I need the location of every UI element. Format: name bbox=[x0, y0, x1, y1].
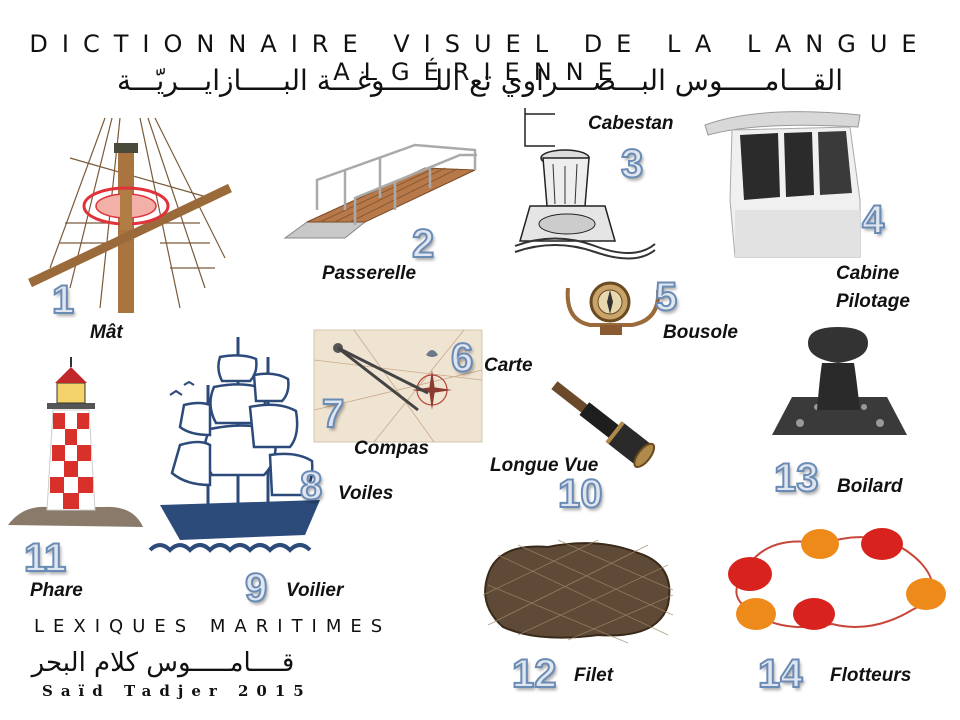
mast-icon bbox=[28, 117, 232, 313]
item-number-10: 10 bbox=[557, 471, 603, 517]
sailing-ship-icon bbox=[148, 337, 320, 553]
capstan-icon bbox=[514, 108, 656, 260]
item-label-boilard: Boilard bbox=[837, 476, 903, 497]
telescope-icon bbox=[551, 381, 656, 469]
item-number-14: 14 bbox=[757, 651, 803, 697]
item-number-3: 3 bbox=[620, 141, 644, 187]
item-number-7: 7 bbox=[321, 391, 345, 437]
item-number-2: 2 bbox=[411, 221, 435, 267]
footer-author: Saïd Tadjer 2015 bbox=[42, 682, 312, 700]
item-label-carte: Carte bbox=[484, 355, 533, 376]
arabic-title: القـــامـــــوس البـــصــــراوي تع اللــ… bbox=[116, 64, 844, 97]
item-label-flotteurs: Flotteurs bbox=[830, 665, 912, 686]
compass-icon bbox=[565, 281, 661, 335]
wheelhouse-icon bbox=[704, 111, 861, 258]
item-number-6: 6 bbox=[450, 335, 474, 381]
item-number-9: 9 bbox=[244, 565, 268, 611]
item-number-1: 1 bbox=[51, 277, 75, 323]
page-title: DICTIONNAIRE VISUEL DE LA LANGUE ALGÉRIE… bbox=[29, 30, 931, 86]
item-label-voiles: Voiles bbox=[338, 483, 394, 504]
lighthouse-icon bbox=[8, 357, 143, 527]
item-label-passerelle: Passerelle bbox=[322, 263, 417, 284]
item-label-filet: Filet bbox=[574, 665, 614, 686]
floats-icon bbox=[728, 528, 946, 630]
item-number-5: 5 bbox=[654, 274, 678, 320]
item-label-bousole: Bousole bbox=[663, 322, 738, 343]
footer-lexiques: LEXIQUES MARITIMES bbox=[34, 616, 392, 637]
item-label-voilier: Voilier bbox=[286, 580, 344, 601]
item-number-8: 8 bbox=[299, 463, 323, 509]
item-label-pilotage: Pilotage bbox=[836, 291, 910, 312]
item-label-compas: Compas bbox=[354, 438, 429, 459]
footer-arabic: قــــامـــــوس كلام البحر bbox=[31, 648, 295, 678]
item-number-13: 13 bbox=[773, 455, 819, 501]
item-number-4: 4 bbox=[861, 197, 885, 243]
item-label-mat: Mât bbox=[90, 322, 123, 343]
item-label-cabine: Cabine bbox=[836, 263, 900, 284]
item-label-longue-vue: Longue Vue bbox=[490, 455, 599, 476]
item-number-12: 12 bbox=[511, 651, 557, 697]
gangway-icon bbox=[283, 143, 477, 239]
net-icon bbox=[482, 539, 674, 644]
item-label-cabestan: Cabestan bbox=[588, 113, 674, 134]
item-label-phare: Phare bbox=[30, 580, 83, 601]
bollard-icon bbox=[772, 327, 907, 435]
dividers-icon bbox=[333, 343, 429, 412]
item-number-11: 11 bbox=[23, 535, 67, 581]
